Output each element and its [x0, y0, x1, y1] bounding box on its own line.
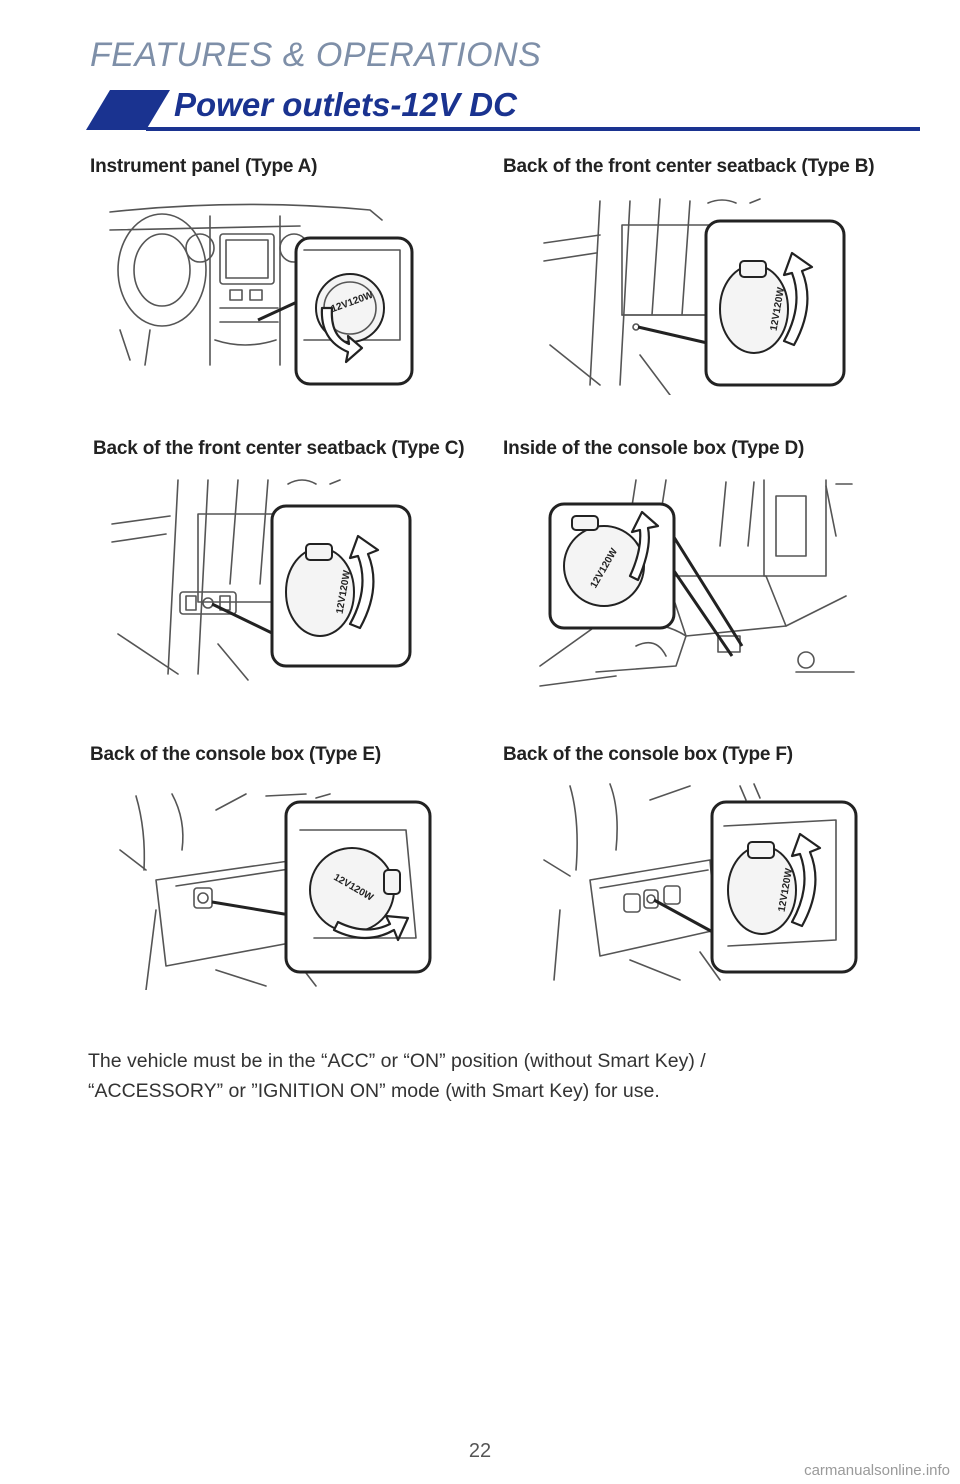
usage-note: The vehicle must be in the “ACC” or “ON”… [88, 1046, 868, 1106]
illustration-type-e: 12V120W [119, 793, 432, 990]
illustration-type-d: 12V120W [539, 479, 855, 687]
illustration-type-b: 12V120W [543, 198, 846, 395]
rotate-arrow-icon [628, 510, 660, 582]
rotate-arrow-icon [790, 832, 822, 928]
rotate-arrow-icon [782, 251, 814, 347]
section-title: FEATURES & OPERATIONS [90, 36, 542, 74]
title-banner [86, 90, 920, 131]
rotate-arrow-icon [348, 534, 380, 630]
caption-type-b: Back of the front center seatback (Type … [503, 156, 875, 177]
usage-note-line-2: “ACCESSORY” or ”IGNITION ON” mode (with … [88, 1080, 660, 1102]
caption-type-e: Back of the console box (Type E) [90, 744, 381, 765]
caption-type-c: Back of the front center seatback (Type … [93, 438, 465, 459]
rotate-arrow-icon [320, 306, 364, 364]
illustration-type-c: 12V120W [111, 479, 412, 681]
illustration-type-f: 12V120W [543, 783, 858, 981]
page-title: Power outlets-12V DC [174, 86, 517, 123]
caption-type-d: Inside of the console box (Type D) [503, 438, 805, 459]
rotate-arrow-icon [332, 914, 410, 942]
page-number: 22 [468, 1440, 492, 1462]
usage-note-line-1: The vehicle must be in the “ACC” or “ON”… [88, 1050, 706, 1072]
illustration-type-a: 12V120W [109, 203, 414, 386]
caption-type-f: Back of the console box (Type F) [503, 744, 793, 765]
watermark: carmanualsonline.info [804, 1462, 950, 1479]
caption-type-a: Instrument panel (Type A) [90, 156, 318, 177]
